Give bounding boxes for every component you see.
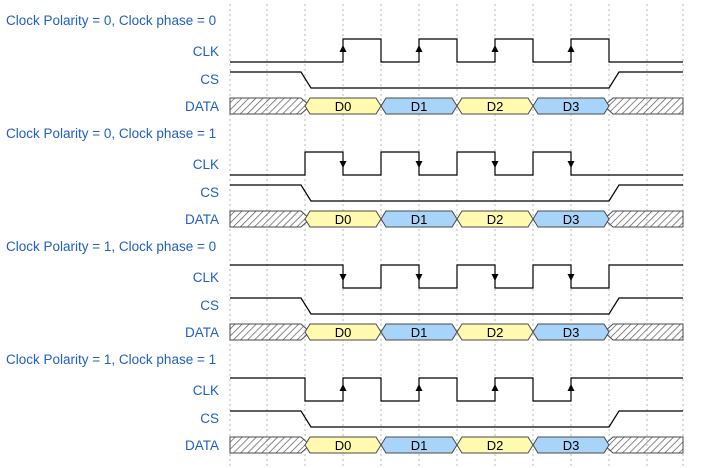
data-undefined-region	[229, 436, 311, 454]
data-cell-label: D0	[335, 325, 352, 340]
data-cell-label: D2	[487, 325, 504, 340]
timing-panel: Clock Polarity = 0, Clock phase = 0 CLK CS…	[6, 13, 684, 115]
data-cell-label: D1	[411, 438, 428, 453]
falling-edge-arrow-icon	[491, 161, 499, 168]
falling-edge-arrow-icon	[491, 274, 499, 281]
signal-label-cs: CS	[200, 298, 219, 313]
timing-panel: Clock Polarity = 1, Clock phase = 1 CLK CS…	[6, 352, 684, 454]
rising-edge-arrow-icon	[567, 384, 575, 391]
data-cell	[532, 97, 610, 115]
data-cell	[380, 97, 458, 115]
signal-label-clk: CLK	[193, 383, 219, 398]
data-cell	[304, 436, 382, 454]
data-cell-label: D1	[411, 325, 428, 340]
cs-waveform	[230, 410, 683, 428]
cs-waveform	[230, 71, 683, 89]
data-cell	[380, 210, 458, 228]
data-undefined-region	[229, 97, 311, 115]
rising-edge-arrow-icon	[415, 45, 423, 52]
falling-edge-arrow-icon	[567, 274, 575, 281]
rising-edge-arrow-icon	[491, 45, 499, 52]
data-cell-label: D0	[335, 212, 352, 227]
data-cell	[304, 323, 382, 341]
data-cell	[304, 97, 382, 115]
clk-waveform	[230, 377, 683, 402]
data-cell-label: D2	[487, 212, 504, 227]
signal-label-data: DATA	[185, 99, 219, 114]
data-undefined-region	[229, 210, 311, 228]
data-cell	[532, 323, 610, 341]
rising-edge-arrow-icon	[567, 45, 575, 52]
falling-edge-arrow-icon	[415, 274, 423, 281]
rising-edge-arrow-icon	[491, 384, 499, 391]
signal-label-clk: CLK	[193, 44, 219, 59]
data-cell-label: D2	[487, 438, 504, 453]
panel-title: Clock Polarity = 0, Clock phase = 1	[6, 126, 216, 141]
data-cell-label: D3	[563, 325, 580, 340]
panel-title: Clock Polarity = 1, Clock phase = 1	[6, 352, 216, 367]
data-undefined-region	[603, 210, 684, 228]
data-cell-label: D3	[563, 99, 580, 114]
clk-waveform	[230, 264, 683, 289]
data-cell-label: D0	[335, 438, 352, 453]
signal-label-data: DATA	[185, 325, 219, 340]
timing-panel: Clock Polarity = 1, Clock phase = 0 CLK CS…	[6, 239, 684, 341]
data-undefined-region	[603, 323, 684, 341]
falling-edge-arrow-icon	[339, 274, 347, 281]
signal-label-clk: CLK	[193, 270, 219, 285]
data-cell	[456, 436, 534, 454]
data-undefined-region	[603, 436, 684, 454]
signal-label-cs: CS	[200, 72, 219, 87]
signal-label-data: DATA	[185, 438, 219, 453]
cs-waveform	[230, 184, 683, 202]
signal-label-cs: CS	[200, 411, 219, 426]
timing-panels: Clock Polarity = 0, Clock phase = 0 CLK CS…	[6, 13, 684, 454]
data-cell	[380, 436, 458, 454]
data-cell	[380, 323, 458, 341]
data-cell-label: D3	[563, 438, 580, 453]
data-undefined-region	[603, 97, 684, 115]
data-cell-label: D3	[563, 212, 580, 227]
signal-label-data: DATA	[185, 212, 219, 227]
timing-panel: Clock Polarity = 0, Clock phase = 1 CLK CS…	[6, 126, 684, 228]
panel-title: Clock Polarity = 1, Clock phase = 0	[6, 239, 216, 254]
data-cell	[456, 97, 534, 115]
falling-edge-arrow-icon	[567, 161, 575, 168]
data-cell-label: D1	[411, 212, 428, 227]
data-cell	[532, 210, 610, 228]
falling-edge-arrow-icon	[415, 161, 423, 168]
data-cell	[456, 210, 534, 228]
panel-title: Clock Polarity = 0, Clock phase = 0	[6, 13, 216, 28]
rising-edge-arrow-icon	[339, 45, 347, 52]
data-cell-label: D1	[411, 99, 428, 114]
clk-waveform	[230, 151, 683, 176]
cs-waveform	[230, 297, 683, 315]
rising-edge-arrow-icon	[339, 384, 347, 391]
data-cell-label: D2	[487, 99, 504, 114]
data-undefined-region	[229, 323, 311, 341]
rising-edge-arrow-icon	[415, 384, 423, 391]
signal-label-clk: CLK	[193, 157, 219, 172]
signal-label-cs: CS	[200, 185, 219, 200]
data-cell-label: D0	[335, 99, 352, 114]
data-cell	[304, 210, 382, 228]
data-cell	[456, 323, 534, 341]
clk-waveform	[230, 38, 683, 63]
data-cell	[532, 436, 610, 454]
falling-edge-arrow-icon	[339, 161, 347, 168]
